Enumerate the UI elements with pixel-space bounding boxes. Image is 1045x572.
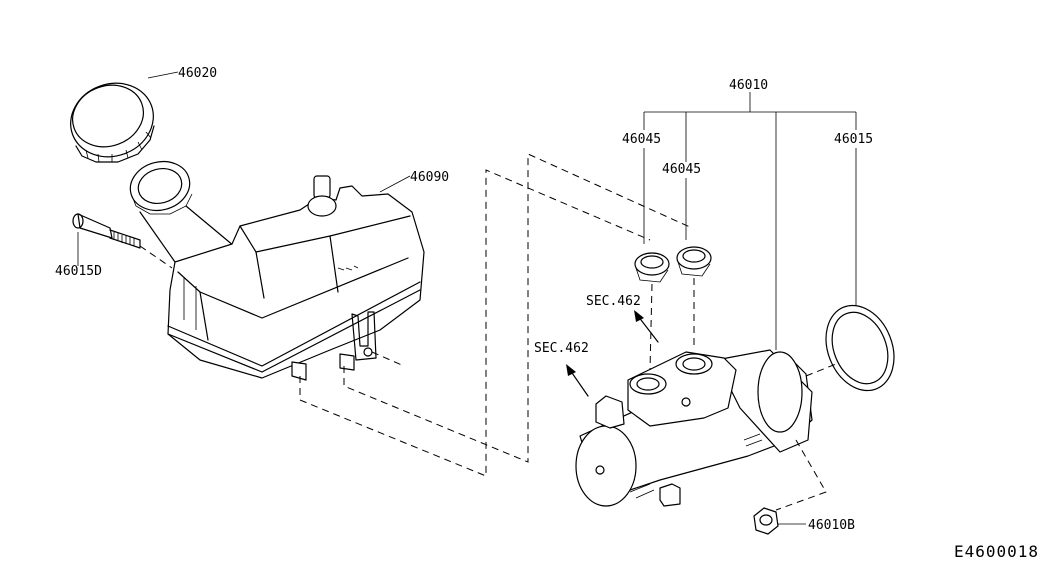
sec-reference-upper: SEC.462: [586, 294, 641, 309]
filler-neck: [129, 160, 235, 263]
pin-part-number: 46015D: [55, 264, 102, 279]
o-ring-part-number: 46015: [834, 132, 873, 147]
grommet-seal-right: [676, 246, 712, 277]
o-ring: [825, 304, 895, 392]
sec-arrow-upper: [634, 310, 659, 343]
nut-part-number: 46010B: [808, 518, 855, 533]
seal-right-part-number: 46045: [662, 162, 701, 177]
leader-lines: [77, 71, 857, 525]
master-cylinder-part-number: 46010: [729, 78, 768, 93]
pin: [72, 213, 173, 269]
cap-part-number: 46020: [178, 66, 217, 81]
grommet-seal-left: [634, 252, 670, 283]
master-cylinder: [575, 349, 813, 507]
diagram-code: E4600018: [954, 542, 1039, 561]
sec-arrow-lower: [566, 364, 589, 397]
assembly-dashed-lines: [299, 153, 837, 511]
sec-reference-lower: SEC.462: [534, 341, 589, 356]
reservoir-tank: [167, 175, 425, 381]
seal-left-part-number: 46045: [622, 132, 661, 147]
reservoir-part-number: 46090: [410, 170, 449, 185]
nut: [753, 507, 779, 535]
reservoir-cap: [70, 82, 155, 163]
